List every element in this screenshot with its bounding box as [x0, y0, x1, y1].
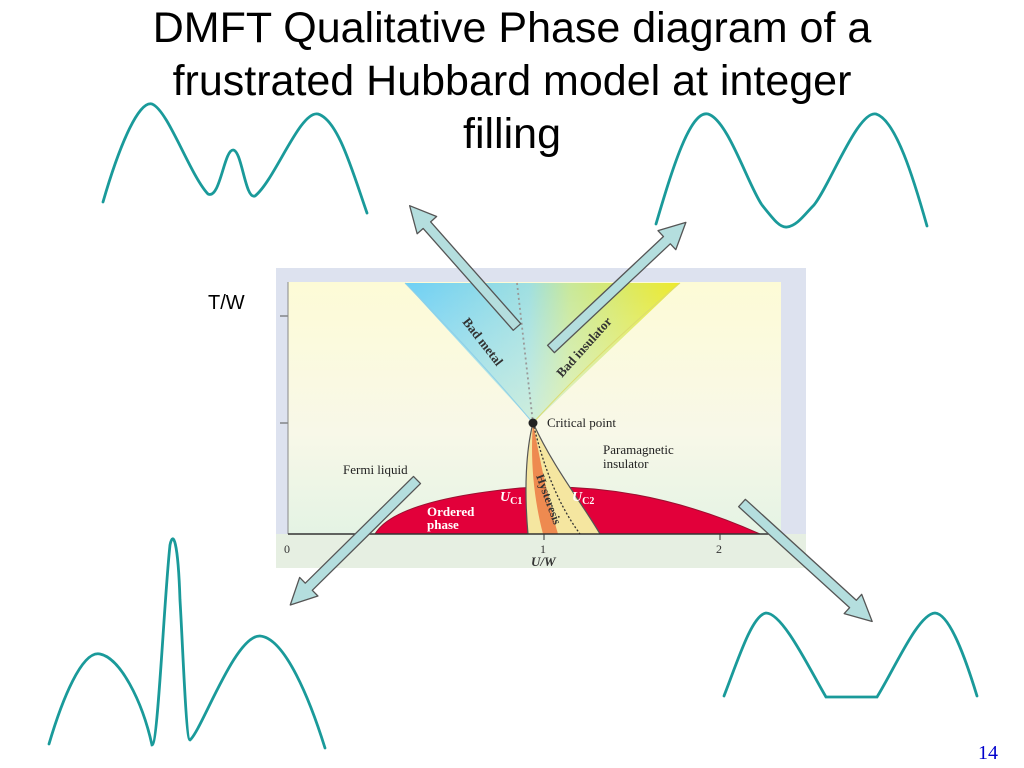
- ordered-label: Ordered: [427, 504, 475, 519]
- x-tick-1: 1: [540, 542, 546, 556]
- uc1-main: U: [500, 490, 511, 505]
- arrow-to-gapped-spectrum: [737, 498, 873, 623]
- uc1-sub: C1: [510, 496, 522, 507]
- fermi-liquid-label: Fermi liquid: [343, 462, 408, 477]
- paramagnetic-label: Paramagnetic: [603, 442, 674, 457]
- arrow-to-two-peak-spectrum: [546, 221, 687, 354]
- uc1-label: UC1: [500, 490, 522, 507]
- phase-label: phase: [427, 517, 459, 532]
- slide-title: DMFT Qualitative Phase diagram of a frus…: [40, 2, 984, 161]
- quasiparticle-peak-spectrum-icon: [47, 537, 327, 750]
- title-line-2: frustrated Hubbard model at integer: [172, 57, 852, 105]
- three-peak-spectrum-icon: [101, 102, 369, 215]
- critical-point-label: Critical point: [547, 415, 616, 430]
- critical-point-marker: [528, 418, 538, 428]
- page-number: 14: [978, 742, 998, 764]
- two-peak-spectrum-icon: [654, 112, 929, 229]
- x-axis-label: U/W: [531, 554, 557, 569]
- x-tick-0: 0: [284, 542, 290, 556]
- gapped-spectrum-icon: [722, 611, 979, 699]
- insulator-label: insulator: [603, 456, 649, 471]
- uc2-label: UC2: [572, 490, 594, 507]
- arrow-to-quasiparticle-spectrum: [289, 475, 422, 606]
- title-line-3: filling: [463, 110, 561, 158]
- y-axis-label: T/W: [208, 292, 245, 314]
- uc2-main: U: [572, 490, 583, 505]
- crossover-dotted-line: [516, 282, 534, 424]
- uc2-sub: C2: [582, 496, 594, 507]
- title-line-1: DMFT Qualitative Phase diagram of a: [152, 4, 872, 52]
- x-tick-2: 2: [716, 542, 722, 556]
- arrow-to-three-peak-spectrum: [409, 205, 522, 331]
